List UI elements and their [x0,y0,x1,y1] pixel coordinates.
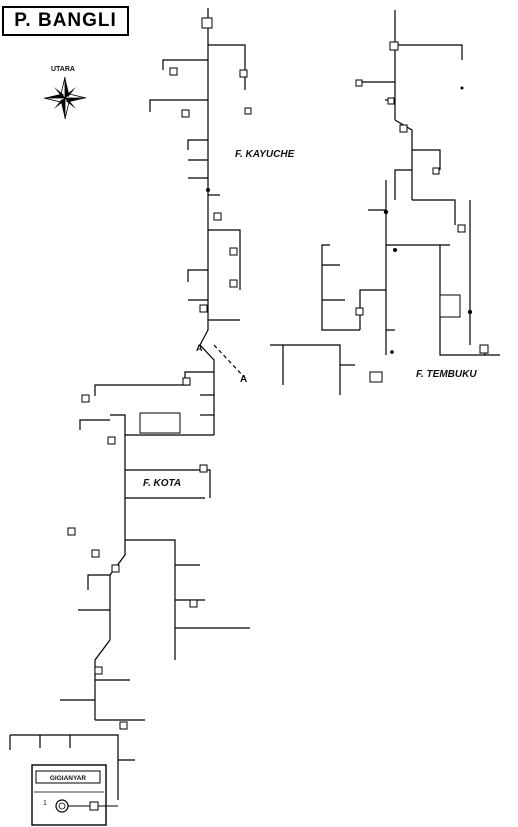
substation-box [31,764,118,826]
page-title: P. BANGLI [2,6,129,36]
compass-rose-icon [43,76,87,120]
compass-label: UTARA [51,66,75,73]
feeder-label-tembuku: F. TEMBUKU [416,369,477,380]
marker-a-right: A [240,374,247,385]
transformer-number: 1 [43,800,47,807]
feeder-label-kayuche: F. KAYUCHE [235,149,295,160]
marker-a-left: A [196,343,203,353]
feeder-label-kota: F. KOTA [143,478,181,489]
feeder-lines [9,8,500,800]
equipment-boxes [67,17,489,730]
substation-label: GIGIANYAR [50,775,87,782]
node-dots [206,86,473,354]
